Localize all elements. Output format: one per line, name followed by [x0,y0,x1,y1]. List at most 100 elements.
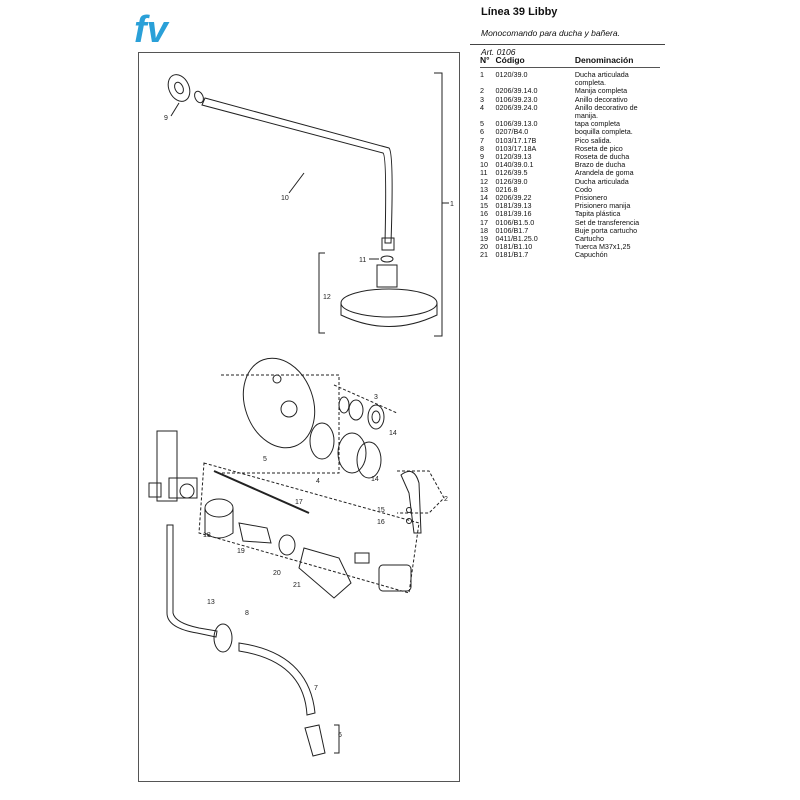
part-code: 0181/B1.7 [495,250,529,260]
callout-2: 2 [444,496,448,503]
part-number: 5 [480,119,484,129]
part-2-handle [400,470,422,534]
callout-17: 17 [295,499,303,506]
callout-8: 8 [245,610,249,617]
part-number: 8 [480,143,484,153]
part-name: Tuerca M37x1,25 [574,242,631,252]
part-3-decorative-ring [338,396,385,430]
part-code: 0206/39.22 [495,193,532,203]
part-code: 0206/39.14.0 [495,86,538,96]
part-name: Pico salida. [574,135,612,145]
callout-5: 5 [263,456,267,463]
part-name: Brazo de ducha [574,160,626,170]
part-name: Prisionero [574,193,608,203]
part-name: Prisionero manija [574,201,631,211]
callout-15: 15 [377,507,385,514]
part-code: 0120/39.13 [495,152,532,162]
part-15-set-screw [406,507,412,513]
part-code: 0103/17.18A [495,143,537,153]
part-name: Tapita plástica [574,209,621,219]
exploded-view-frame: 1 9 10 11 12 3 5 [138,52,460,782]
parts-list-row: 4 0206/39.24.0 Anillo decorativo de [480,102,660,112]
part-number: 1 [480,70,484,79]
part-name: completa. [574,78,607,88]
callout-14a: 14 [389,430,397,437]
part-name: manija. [574,111,599,121]
callout-10: 10 [281,195,289,202]
part-name: Buje porta cartucho [574,225,638,235]
group-2-outline [397,470,445,514]
part-number: 16 [480,209,488,219]
part-name: Capuchón [574,250,608,260]
part-code: 0103/17.17B [495,135,537,145]
callout-19: 19 [237,548,245,555]
part-number: 17 [480,217,488,227]
callout-18: 18 [203,532,211,539]
part-name: Anillo decorativo [574,94,628,104]
group-1-bracket [434,72,443,337]
parts-list-row: 21 0181/B1.7 Capuchón [480,251,660,259]
callout-4: 4 [316,478,320,485]
part-6-nozzle [304,724,326,757]
callout-1: 1 [450,201,454,208]
part-code: 0120/39.0 [495,70,528,79]
part-code: 0206/39.24.0 [495,102,538,112]
logo-text: fv [134,9,170,48]
part-20-nut [278,534,296,556]
part-9-shower-rosette [167,74,204,104]
part-21-cap [298,547,352,599]
part-number: 3 [480,94,484,104]
part-name: Manija completa [574,86,628,96]
fv-logo: fv [134,9,170,48]
transfer-fitting [354,552,370,564]
part-13-elbow [166,524,218,638]
part-number: 11 [480,168,488,178]
callout-20: 20 [273,570,281,577]
document-header: Línea 39 Libby Monocomando para ducha y … [481,6,701,57]
part-diverter-knob [378,564,412,592]
part-number: 13 [480,184,488,194]
parts-list-row: 13 0216.8 Codo [480,184,660,194]
col-number-header: N° [480,55,490,65]
part-code: 0216.8 [495,184,518,194]
callout-12: 12 [323,294,331,301]
part-name: Cartucho [574,234,605,244]
parts-list-row: manija. [480,111,660,121]
callout-13: 13 [207,599,215,606]
part-name: Anillo decorativo de [574,102,638,112]
part-code: 0181/39.13 [495,201,532,211]
part-number: 4 [480,102,484,112]
part-number: 19 [480,234,488,244]
part-5-cover-plate [242,357,316,449]
group-12-bracket [318,252,325,334]
callout-16: 16 [377,519,385,526]
part-18-cartridge-bush [204,498,234,518]
part-code: 0126/39.0 [495,176,528,186]
part-8-spout-rosette [213,623,233,653]
header-divider [470,44,665,45]
part-11-washer [380,255,394,263]
part-number: 21 [480,250,488,260]
part-code: 0106/39.23.0 [495,94,538,104]
part-name: Ducha articulada [574,70,629,79]
product-title: Línea 39 Libby [481,6,558,18]
part-code: 0106/39.13.0 [495,119,538,129]
parts-list-row: 3 0106/39.23.0 Anillo decorativo [480,94,660,104]
parts-list-row: 1 0120/39.0 Ducha articulada [480,70,660,79]
part-code: 0126/39.5 [495,168,528,178]
part-name: Set de transferencia [574,217,640,227]
part-name: Codo [574,184,593,194]
part-17-transfer-rod [213,470,310,514]
part-10-shower-arm [201,97,393,244]
